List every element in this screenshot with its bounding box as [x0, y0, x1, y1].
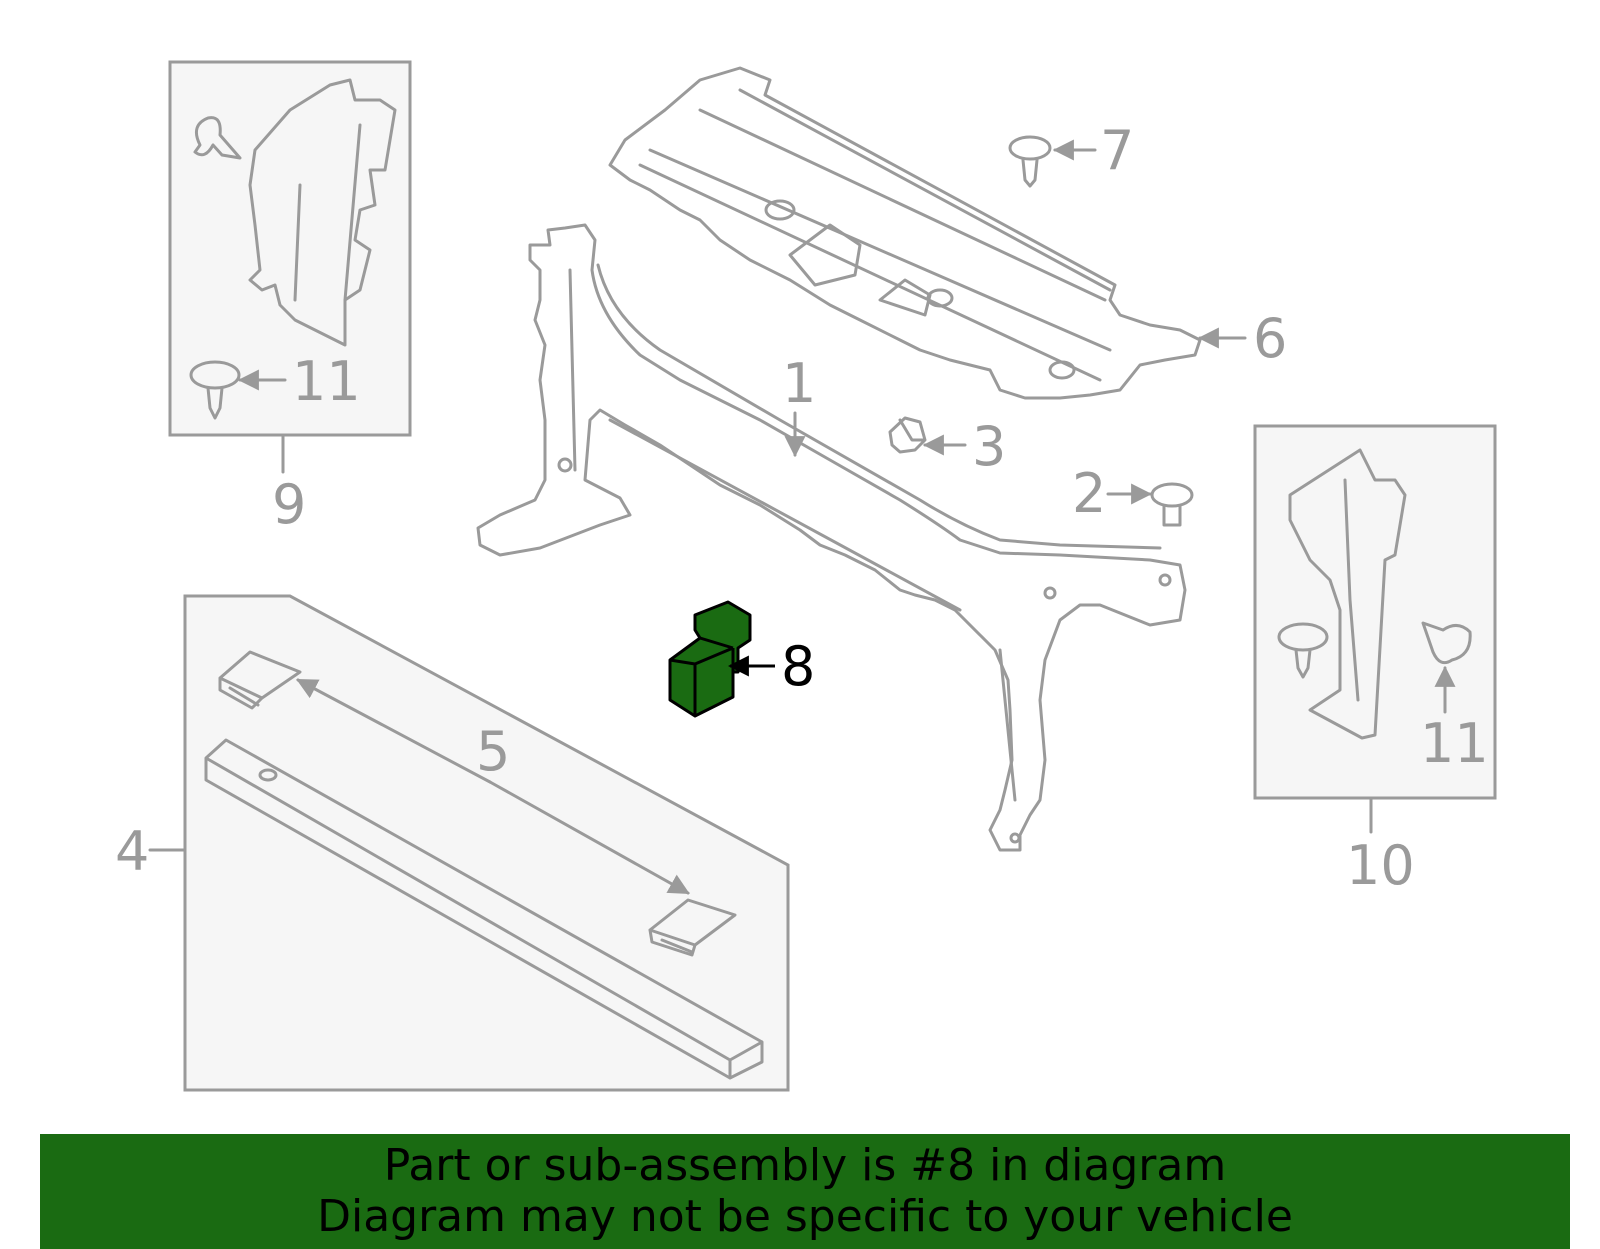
- callout-7: 7: [1100, 119, 1134, 182]
- callout-11-left: 11: [292, 350, 361, 413]
- part-2-bolt: [1150, 482, 1194, 508]
- part-4-box: [183, 594, 790, 1092]
- callout-1: 1: [782, 352, 816, 415]
- callout-9: 9: [272, 473, 306, 536]
- part-9-group: 11 9: [168, 60, 412, 536]
- callout-10: 10: [1346, 834, 1415, 897]
- callout-6: 6: [1253, 307, 1287, 370]
- part-7-group: 7: [1008, 119, 1134, 188]
- part-3-nut: [888, 416, 927, 454]
- part-4-seal: [204, 738, 764, 1080]
- part-10-group: 11 10: [1253, 424, 1497, 897]
- part-6-shield: [608, 66, 1202, 400]
- part-1-support: [476, 223, 1187, 852]
- part-2-group: 2: [1072, 462, 1194, 527]
- part-7-clip: [1008, 135, 1052, 161]
- part-4-group: 5 4: [115, 594, 790, 1092]
- part-10-panel: [1288, 448, 1407, 740]
- part-9-clip: [193, 116, 242, 160]
- callout-2: 2: [1072, 462, 1106, 525]
- part-5-clip-left: [218, 650, 302, 710]
- part-8-group[interactable]: 8: [668, 600, 815, 718]
- part-9-panel: [248, 78, 397, 347]
- callout-3: 3: [972, 415, 1006, 478]
- callout-11-right: 11: [1420, 712, 1489, 775]
- callout-5: 5: [476, 720, 510, 783]
- part-1-group: 1: [476, 223, 1187, 852]
- part-11-fastener-right-a: [1277, 622, 1329, 679]
- banner-line-1: Part or sub-assembly is #8 in diagram: [383, 1140, 1227, 1191]
- part-6-group: 6: [608, 66, 1287, 400]
- callout-8: 8: [781, 635, 815, 698]
- banner-line-2: Diagram may not be specific to your vehi…: [317, 1191, 1293, 1242]
- callout-4: 4: [115, 820, 149, 883]
- part-5-clip-right: [648, 898, 737, 957]
- info-banner: Part or sub-assembly is #8 in diagram Di…: [40, 1134, 1570, 1249]
- part-11-fastener-right-b: [1421, 621, 1472, 665]
- part-3-group: 3: [888, 415, 1006, 478]
